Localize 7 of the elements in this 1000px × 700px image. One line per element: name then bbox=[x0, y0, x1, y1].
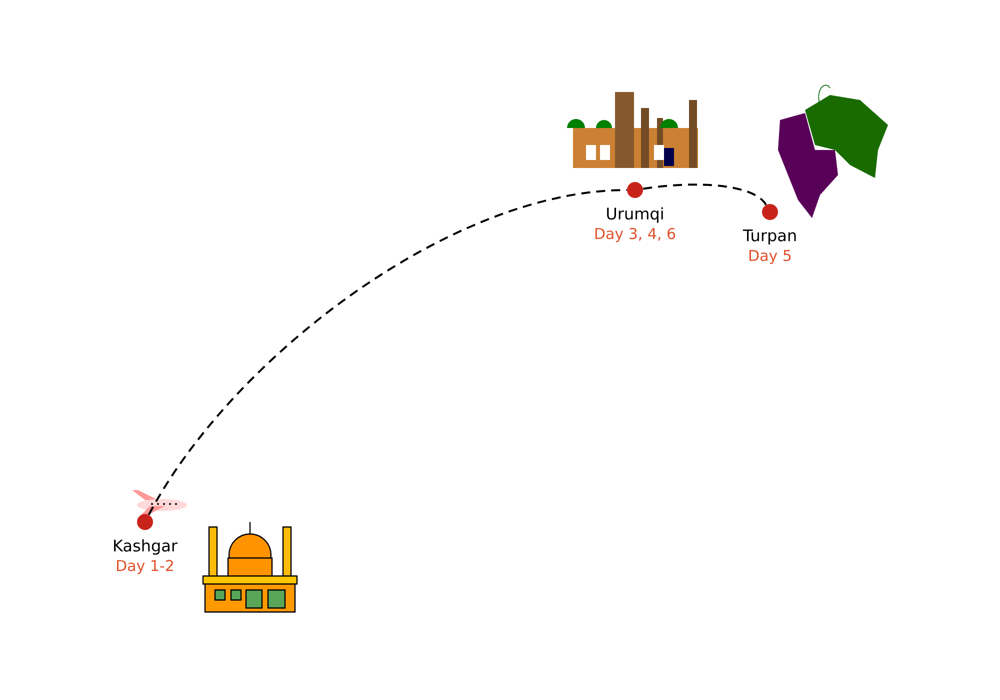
day-label: Day 1-2 bbox=[117, 560, 173, 574]
place-name: Urumqi bbox=[607, 207, 663, 223]
day-label: Day 3, 4, 6 bbox=[595, 228, 676, 242]
place-name: Kashgar bbox=[114, 539, 178, 555]
place-name: Turpan bbox=[742, 230, 796, 244]
dashed-route bbox=[642, 184, 767, 206]
day-label: Day 5 bbox=[750, 250, 791, 264]
